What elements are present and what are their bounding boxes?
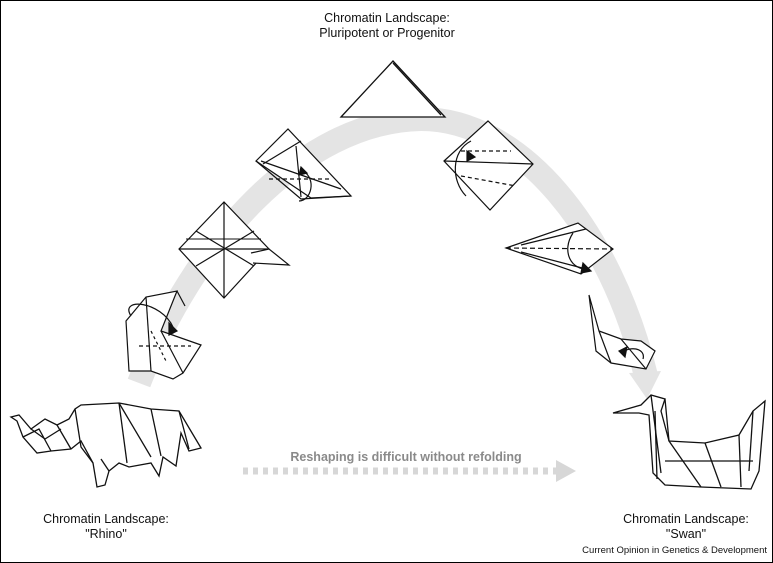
rhino-landscape-name: "Rhino" [85,527,127,541]
reshaping-caption: Reshaping is difficult without refolding [290,450,522,464]
journal-credit: Current Opinion in Genetics & Developmen… [582,545,767,556]
folding-step-5-icon [504,222,614,275]
rhino-landscape-label: Chromatin Landscape: "Rhino" [21,512,191,542]
swan-landscape-name: "Swan" [665,527,707,541]
folding-step-6-icon [588,294,656,370]
swan-origami-icon [612,394,766,490]
reshaping-arrowhead [556,460,576,482]
folding-step-4-icon [443,120,534,211]
swan-landscape-title: Chromatin Landscape: [623,512,749,526]
top-landscape-label: Chromatin Landscape: Pluripotent or Prog… [287,11,487,41]
rhino-landscape-title: Chromatin Landscape: [43,512,169,526]
arc-arrowhead [629,371,661,399]
rhino-origami-icon [9,402,203,488]
folding-step-1-icon [125,290,202,380]
triangle-base-icon [339,60,447,118]
folding-step-3-icon [255,128,353,202]
top-landscape-title: Chromatin Landscape: [324,11,450,25]
top-landscape-subtitle: Pluripotent or Progenitor [319,26,455,40]
swan-landscape-label: Chromatin Landscape: "Swan" [601,512,771,542]
folding-step-2-icon [178,201,291,299]
